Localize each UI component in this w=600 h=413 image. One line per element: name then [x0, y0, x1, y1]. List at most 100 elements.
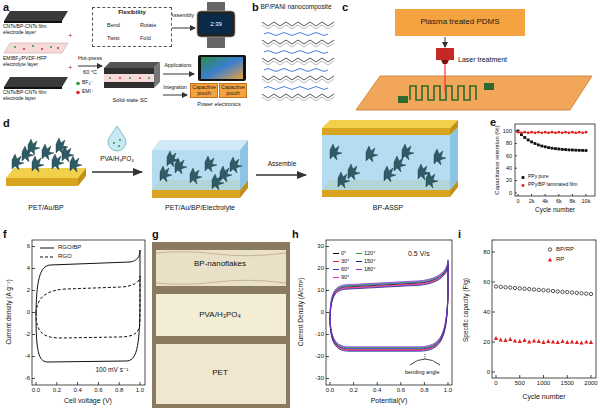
- scan-rate-label: 100 mV s⁻¹: [95, 366, 128, 373]
- panel-letter: i: [458, 228, 461, 241]
- layered-structure: [262, 25, 334, 101]
- node-title: Flexibility: [93, 9, 171, 15]
- tick-label: 0.0: [32, 387, 40, 394]
- chart-axes: [492, 240, 596, 378]
- tick-label: 20: [483, 339, 490, 346]
- laser-beam: [445, 64, 446, 92]
- layered-structure: [262, 22, 334, 101]
- legend-sample: [548, 248, 551, 251]
- cv-curve: [36, 276, 140, 338]
- layered-structure: [264, 87, 328, 90]
- bp-flakes: [190, 168, 202, 184]
- tick-label: 2: [27, 287, 30, 294]
- process-arrow: [92, 171, 142, 173]
- layered-structure: [262, 61, 334, 65]
- electrolyte-droplet: [118, 145, 120, 147]
- bp-flakes: [42, 144, 54, 160]
- node-text: Bend: [107, 23, 120, 29]
- axis-title: Cell voltage (V): [64, 397, 112, 405]
- solid-state-cell: [104, 82, 154, 88]
- bp-flakes: [402, 144, 414, 160]
- pet-substrate: [6, 168, 86, 178]
- material-label: PVA/H₃PO₄: [100, 155, 134, 162]
- panel-letter: h: [292, 228, 299, 241]
- panel-title: BP/PANI nanocomposite: [260, 3, 331, 10]
- bp-flakes: [56, 138, 68, 154]
- ion-symbol: [76, 82, 80, 95]
- axis-title: Potential(V): [371, 397, 408, 405]
- layered-structure: [264, 69, 328, 72]
- electrolyte-film: [50, 46, 52, 48]
- legend-label: 180°: [364, 266, 375, 272]
- panel-letter: d: [3, 117, 10, 130]
- layer-label: EMIBF₄/PVDF-HFP electrolyte layer: [3, 56, 65, 68]
- node-text: Fold: [140, 36, 151, 42]
- flexibility-box: FlexibilityBendRotateTwistFold: [92, 7, 172, 47]
- tick-label: 1000: [537, 380, 550, 387]
- electrolyte-droplet: [108, 126, 126, 151]
- pet-substrate: [322, 190, 450, 197]
- ion-label: EMI⁺: [82, 89, 94, 95]
- bp-flakes: [28, 139, 40, 155]
- legend-sample: [522, 184, 525, 187]
- layer-label: CNTs/BP-CNTs film electrode layer: [3, 24, 65, 36]
- pet-substrate: [322, 120, 458, 128]
- pet-substrate: [450, 120, 458, 135]
- device-label: BP-ASSP: [373, 204, 403, 212]
- layer-label: CNTs/BP-CNTs film electrode layer: [3, 90, 65, 102]
- solid-state-cell: [129, 77, 131, 79]
- tick-label: 80: [483, 249, 490, 256]
- bp-flakes: [426, 172, 438, 188]
- electrolyte-film: [4, 43, 68, 53]
- bp-flakes: [205, 156, 217, 172]
- solid-state-cell: [104, 62, 160, 68]
- layered-structure: [262, 97, 334, 101]
- tick-label: 4: [27, 265, 30, 272]
- press-arrow: [78, 66, 102, 67]
- ion-label: BF₄⁻: [82, 80, 93, 86]
- legend-sample: [522, 176, 525, 179]
- electrode-film: [4, 77, 68, 87]
- press-arrow: [78, 66, 102, 67]
- pdms-sheet: [356, 76, 592, 110]
- chart-axes: [492, 252, 591, 378]
- cv-curve: [330, 264, 448, 351]
- device-label: Solid-state SC: [112, 97, 147, 103]
- cv-curve: [36, 250, 140, 362]
- cv-curve: [330, 260, 448, 347]
- layer-label: BP-nanoflakes: [194, 259, 246, 268]
- laser-head: [436, 48, 454, 64]
- axis-title: Specific capacity (F/g): [462, 278, 469, 342]
- bending-icon: [410, 354, 440, 365]
- tick-label: 6: [27, 243, 30, 250]
- process-arrow: [92, 172, 306, 175]
- cv-curve: [330, 260, 448, 351]
- watch: [200, 14, 232, 34]
- cv-curve: [330, 262, 448, 349]
- chart-axes: [515, 124, 595, 196]
- tick-label: 0: [487, 369, 490, 376]
- legend-label: PPy pure: [528, 174, 549, 180]
- tick-label: 8k: [569, 198, 575, 204]
- tick-label: 500: [515, 380, 525, 387]
- panel-letter: g: [152, 228, 159, 241]
- layered-structure: [264, 51, 328, 54]
- tick-label: 100: [503, 128, 512, 134]
- cv-curve: [40, 257, 54, 258]
- process-arrow: [256, 174, 306, 176]
- panel-letter: f: [3, 228, 7, 241]
- legend-sample: [356, 269, 362, 270]
- bp-flakes: [230, 157, 242, 173]
- axis-title: Cycle number: [535, 206, 575, 213]
- flow-arrow: [163, 74, 194, 75]
- data-series: [496, 287, 591, 343]
- bp-flakes: [212, 174, 224, 190]
- watch: [197, 11, 235, 37]
- axis-title: Cycle number: [522, 393, 565, 401]
- tick-label: 10: [317, 287, 324, 294]
- flow-arrow: [170, 28, 195, 29]
- ion-symbol: [76, 91, 80, 95]
- chart-axes: [515, 131, 586, 196]
- panel-letter: c: [342, 1, 348, 14]
- layer-label: PET: [212, 368, 228, 377]
